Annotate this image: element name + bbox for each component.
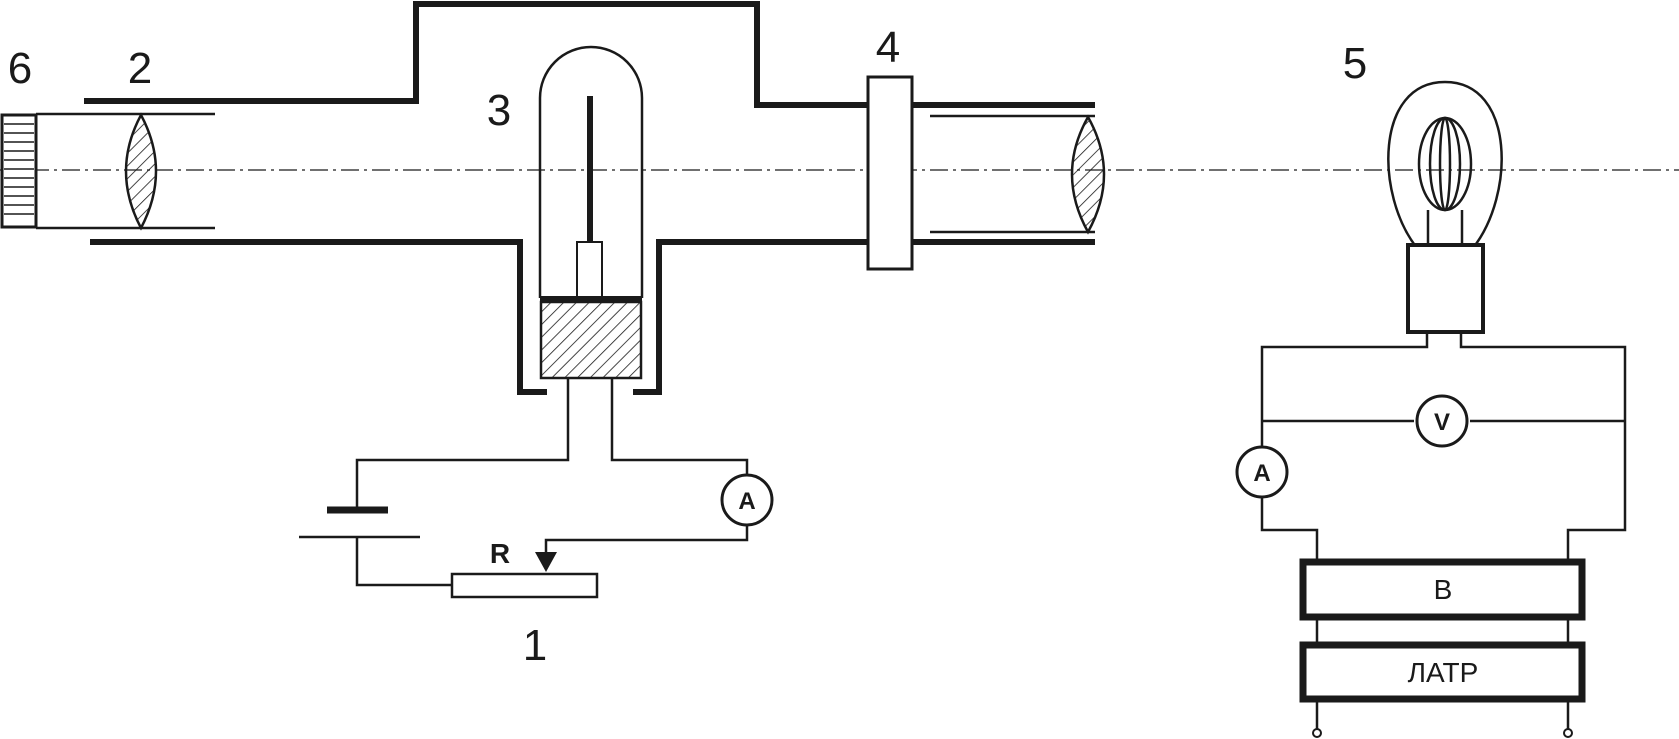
rheostat — [450, 572, 599, 599]
label-5: 5 — [1343, 39, 1367, 88]
battery — [299, 506, 420, 539]
box-b: В — [1299, 558, 1586, 621]
eyepiece-tube — [36, 112, 215, 230]
box-latr: ЛАТР — [1299, 641, 1586, 703]
terminal-left — [1312, 728, 1322, 738]
ammeter-left-symbol: A — [738, 488, 755, 515]
voltmeter: V — [1415, 394, 1469, 448]
label-6: 6 — [8, 44, 32, 93]
lamp-socket — [1406, 243, 1485, 334]
box-b-label: В — [1434, 574, 1453, 605]
box-latr-label: ЛАТР — [1408, 657, 1479, 688]
rheostat-label: R — [490, 538, 510, 569]
terminal-right — [1563, 728, 1573, 738]
lamp-power-wires — [1260, 332, 1627, 730]
eyepiece-filter — [0, 113, 38, 229]
objective-lens — [1070, 114, 1106, 235]
pyrometer-lamp — [538, 45, 644, 380]
rheostat-slider-arrow — [535, 552, 557, 572]
label-1: 1 — [523, 621, 547, 670]
ammeter-left: A — [720, 473, 774, 527]
ammeter-right: A — [1235, 445, 1289, 499]
lamp-filament — [1417, 116, 1473, 248]
ammeter-right-symbol: A — [1253, 460, 1270, 487]
label-4: 4 — [876, 23, 900, 72]
objective-tube — [930, 114, 1095, 234]
label-3: 3 — [487, 86, 511, 135]
absorbing-filter — [866, 75, 914, 271]
label-2: 2 — [128, 44, 152, 93]
source-lamp — [1387, 80, 1503, 334]
voltmeter-symbol: V — [1434, 409, 1450, 436]
eyepiece-lens — [124, 112, 158, 231]
lamp-circuit-wires — [355, 378, 749, 587]
